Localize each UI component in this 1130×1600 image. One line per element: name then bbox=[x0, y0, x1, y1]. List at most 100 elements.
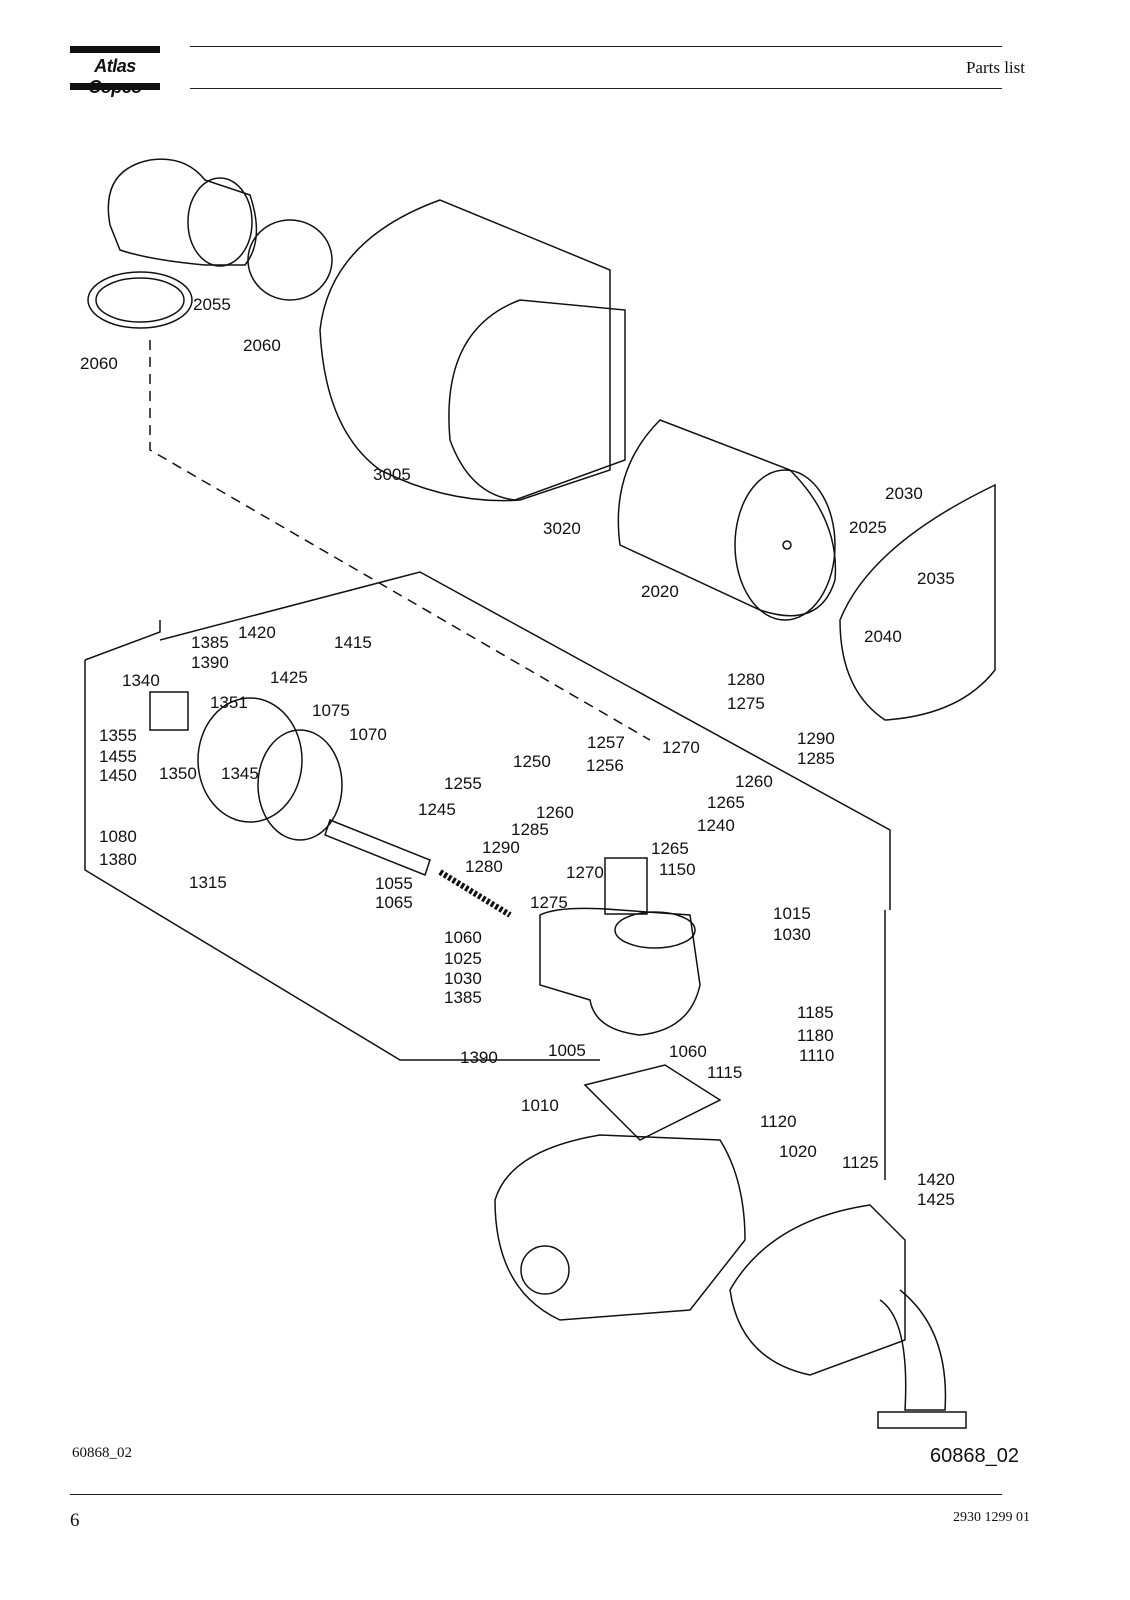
filter-cover bbox=[839, 483, 996, 721]
valve-block bbox=[149, 691, 189, 731]
filter-element-face bbox=[734, 469, 836, 621]
part-label: 1351 bbox=[210, 693, 248, 712]
part-label: 2020 bbox=[641, 582, 679, 601]
hose-clamp-right bbox=[247, 219, 333, 301]
part-label: 1260 bbox=[735, 772, 773, 791]
compressor-element bbox=[494, 1134, 746, 1321]
part-label: 2035 bbox=[917, 569, 955, 588]
part-label: 1010 bbox=[521, 1096, 559, 1115]
part-label: 1020 bbox=[779, 1142, 817, 1161]
part-label: 1355 bbox=[99, 726, 137, 745]
part-label: 1250 bbox=[513, 752, 551, 771]
header-rule-top bbox=[190, 46, 1002, 47]
hose-clamp-left-inner bbox=[95, 277, 185, 323]
part-label: 1285 bbox=[797, 749, 835, 768]
discharge-flange bbox=[877, 1411, 967, 1429]
part-label: 1065 bbox=[375, 893, 413, 912]
page-number: 6 bbox=[70, 1510, 80, 1531]
header-rule-bottom bbox=[190, 88, 1002, 89]
part-label: 1275 bbox=[530, 893, 568, 912]
part-label: 1255 bbox=[444, 774, 482, 793]
part-label: 1280 bbox=[727, 670, 765, 689]
part-label: 1060 bbox=[444, 928, 482, 947]
cylinder bbox=[604, 857, 648, 915]
part-label: 1030 bbox=[444, 969, 482, 988]
part-label: 1380 bbox=[99, 850, 137, 869]
compressor-element-right bbox=[729, 1204, 906, 1376]
part-label: 1390 bbox=[191, 653, 229, 672]
logo-bar-bottom bbox=[70, 83, 160, 90]
piston-rod bbox=[324, 819, 431, 876]
footer-rule bbox=[70, 1494, 1002, 1495]
part-label: 1257 bbox=[587, 733, 625, 752]
part-label: 1280 bbox=[465, 857, 503, 876]
part-label: 1390 bbox=[460, 1048, 498, 1067]
logo-text: Atlas Copco bbox=[88, 56, 142, 97]
part-label: 1415 bbox=[334, 633, 372, 652]
part-label: 1075 bbox=[312, 701, 350, 720]
part-label: 2060 bbox=[80, 354, 118, 373]
part-label: 1030 bbox=[773, 925, 811, 944]
filter-housing-rim bbox=[448, 299, 626, 501]
valve-cover bbox=[197, 697, 303, 823]
part-label: 1005 bbox=[548, 1041, 586, 1060]
part-label: 1150 bbox=[659, 860, 696, 879]
diagram-svg: 2055 2060 2060 3005 3020 2020 2030 2025 … bbox=[80, 158, 1019, 1467]
part-label: 1270 bbox=[662, 738, 700, 757]
part-label: 3020 bbox=[543, 519, 581, 538]
part-label: 1015 bbox=[773, 904, 811, 923]
assembly-frame bbox=[84, 660, 600, 1061]
part-label: 1185 bbox=[797, 1003, 834, 1022]
part-label: 2025 bbox=[849, 518, 887, 537]
part-label: 1285 bbox=[511, 820, 549, 839]
part-label: 2055 bbox=[193, 295, 231, 314]
part-label: 1455 bbox=[99, 747, 137, 766]
filter-housing bbox=[319, 199, 611, 502]
elbow-hose bbox=[107, 158, 258, 266]
part-label: 2060 bbox=[243, 336, 281, 355]
part-label: 2040 bbox=[864, 627, 902, 646]
part-label: 1385 bbox=[191, 633, 229, 652]
figure-reference: 60868_02 bbox=[72, 1445, 132, 1461]
part-label: 2030 bbox=[885, 484, 923, 503]
part-label: 1450 bbox=[99, 766, 137, 785]
part-label: 1290 bbox=[482, 838, 520, 857]
part-label: 1385 bbox=[444, 988, 482, 1007]
discharge-pipe bbox=[879, 1289, 947, 1411]
atlas-copco-logo: Atlas Copco bbox=[70, 46, 160, 97]
document-number: 2930 1299 01 bbox=[953, 1510, 1030, 1525]
part-label: 1180 bbox=[797, 1026, 834, 1045]
logo-bar-top bbox=[70, 46, 160, 53]
filter-element bbox=[617, 419, 837, 617]
part-label: 1120 bbox=[760, 1112, 797, 1131]
part-label: 1265 bbox=[707, 793, 745, 812]
part-label: 1060 bbox=[669, 1042, 707, 1061]
part-label: 1055 bbox=[375, 874, 413, 893]
part-label: 1345 bbox=[221, 764, 259, 783]
part-label: 1125 bbox=[842, 1153, 879, 1172]
intake-valve-body bbox=[539, 907, 701, 1036]
part-label: 1256 bbox=[586, 756, 624, 775]
part-label: 1245 bbox=[418, 800, 456, 819]
page-title: Parts list bbox=[965, 58, 1025, 77]
part-label: 3005 bbox=[373, 465, 411, 484]
part-label: 1265 bbox=[651, 839, 689, 858]
part-label: 1420 bbox=[917, 1170, 955, 1189]
part-label: 1340 bbox=[122, 671, 160, 690]
part-label: 1425 bbox=[917, 1190, 955, 1209]
part-label: 1425 bbox=[270, 668, 308, 687]
part-label: 1275 bbox=[727, 694, 765, 713]
part-label: 1420 bbox=[238, 623, 276, 642]
part-label: 1115 bbox=[707, 1063, 742, 1082]
hose-clamp-left bbox=[87, 271, 193, 329]
gasket bbox=[583, 1064, 722, 1141]
part-label: 1260 bbox=[536, 803, 574, 822]
part-label: 1350 bbox=[159, 764, 197, 783]
part-label: 1080 bbox=[99, 827, 137, 846]
part-label: 1290 bbox=[797, 729, 835, 748]
exploded-parts-diagram: 2055 2060 2060 3005 3020 2020 2030 2025 … bbox=[70, 140, 1050, 1480]
part-label: 1270 bbox=[566, 863, 604, 882]
part-label: 1240 bbox=[697, 816, 735, 835]
part-label: 1070 bbox=[349, 725, 387, 744]
part-label: 1110 bbox=[799, 1046, 834, 1065]
